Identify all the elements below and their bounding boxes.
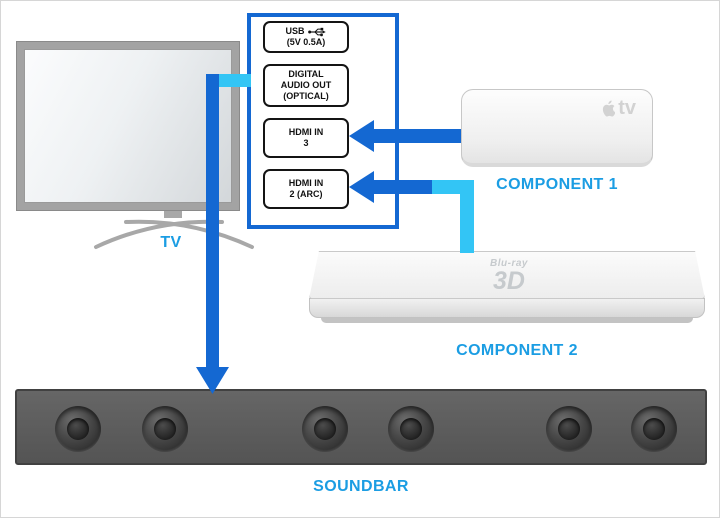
- tv-label: TV: [160, 234, 182, 251]
- component2-top-face: Blu-ray 3D: [309, 251, 705, 299]
- component2-device: Blu-ray 3D: [309, 251, 705, 331]
- hdmi-in-2-arc-line2: 2 (ARC): [289, 189, 323, 199]
- speaker-icon: [142, 406, 188, 452]
- soundbar-device: [15, 389, 707, 465]
- component1-label: COMPONENT 1: [496, 176, 618, 193]
- digital-audio-out-line3: (OPTICAL): [283, 91, 329, 101]
- hdmi-in-2-arc-line1: HDMI IN: [288, 178, 324, 188]
- speaker-icon: [55, 406, 101, 452]
- speaker-icon: [388, 406, 434, 452]
- speaker-icon: [631, 406, 677, 452]
- hdmi-in-3-line2: 3: [303, 138, 309, 148]
- component1-branding-text: tv: [618, 97, 636, 119]
- speaker-icon: [302, 406, 348, 452]
- digital-audio-out-port: DIGITAL AUDIO OUT (OPTICAL): [263, 64, 349, 107]
- usb-port-spec: (5V 0.5A): [286, 37, 326, 47]
- component2-shadow: [320, 318, 694, 323]
- usb-icon: [307, 27, 326, 36]
- component1-device: tv: [461, 89, 653, 167]
- component1-branding: tv: [598, 97, 636, 120]
- bluray-logo-large-text: 3D: [492, 267, 525, 295]
- hdmi-in-3-port: HDMI IN 3: [263, 118, 349, 158]
- tv-device: [16, 41, 240, 211]
- component2-label: COMPONENT 2: [456, 342, 578, 359]
- digital-audio-out-line2: AUDIO OUT: [280, 80, 332, 90]
- hdmi-in-2-arc-port: HDMI IN 2 (ARC): [263, 169, 349, 209]
- speaker-icon: [546, 406, 592, 452]
- component2-front-face: [309, 298, 705, 318]
- soundbar-label: SOUNDBAR: [313, 478, 409, 495]
- apple-logo-icon: [603, 100, 616, 117]
- usb-port: USB (5V 0.5A): [263, 21, 349, 53]
- digital-audio-out-line1: DIGITAL: [288, 69, 324, 79]
- usb-port-label: USB: [285, 26, 305, 36]
- bluray-3d-logo: Blu-ray 3D: [490, 259, 528, 294]
- tv-ports-panel: USB (5V 0.5A) DIGITAL AUDIO OUT (OPTICAL…: [247, 13, 399, 229]
- tv-screen: [24, 49, 232, 203]
- hdmi-in-3-line1: HDMI IN: [288, 127, 324, 137]
- bluray-logo-small-text: Blu-ray: [490, 258, 528, 269]
